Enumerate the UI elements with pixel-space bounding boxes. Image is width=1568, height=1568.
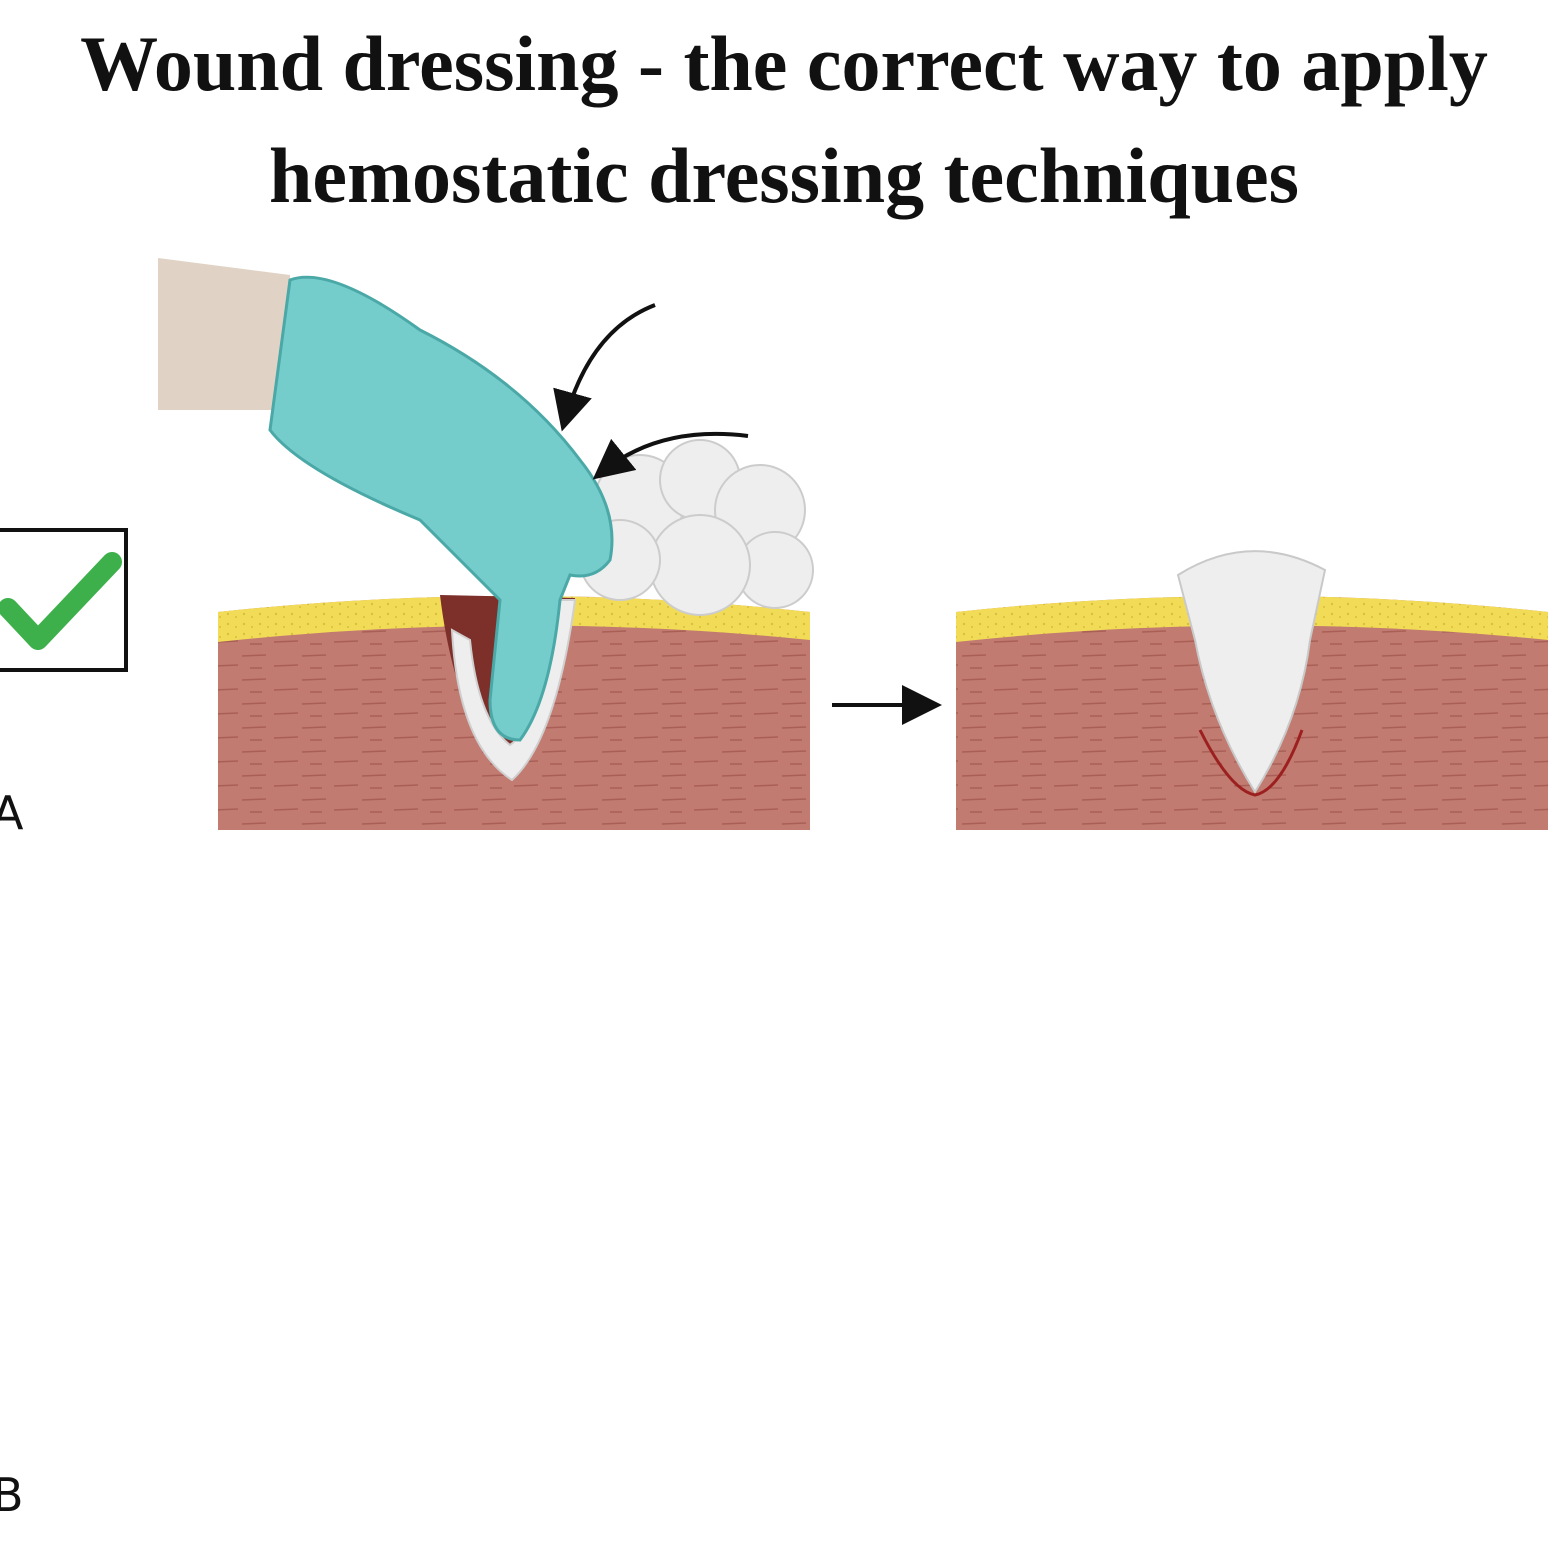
row-label-b: B: [0, 1468, 24, 1522]
wound-filled-gauze: [1176, 550, 1327, 794]
forearm: [158, 258, 290, 410]
gloved-hand: [268, 275, 614, 742]
tissue-panel-a2: [956, 550, 1548, 830]
row-a: [0, 258, 1548, 830]
page-title: Wound dressing - the correct way to appl…: [0, 8, 1568, 232]
arrow-left-a1: [592, 431, 749, 480]
verdict-box-correct: [0, 528, 128, 672]
tissue-panel-a1: [158, 258, 814, 830]
title-line-1: Wound dressing - the correct way to appl…: [80, 20, 1488, 107]
title-line-2: hemostatic dressing techniques: [269, 132, 1299, 219]
gauze-cloud: [579, 439, 814, 616]
arrow-down-a1: [553, 303, 656, 432]
check-mark-icon: [0, 552, 122, 650]
row-label-a: A: [0, 786, 24, 840]
